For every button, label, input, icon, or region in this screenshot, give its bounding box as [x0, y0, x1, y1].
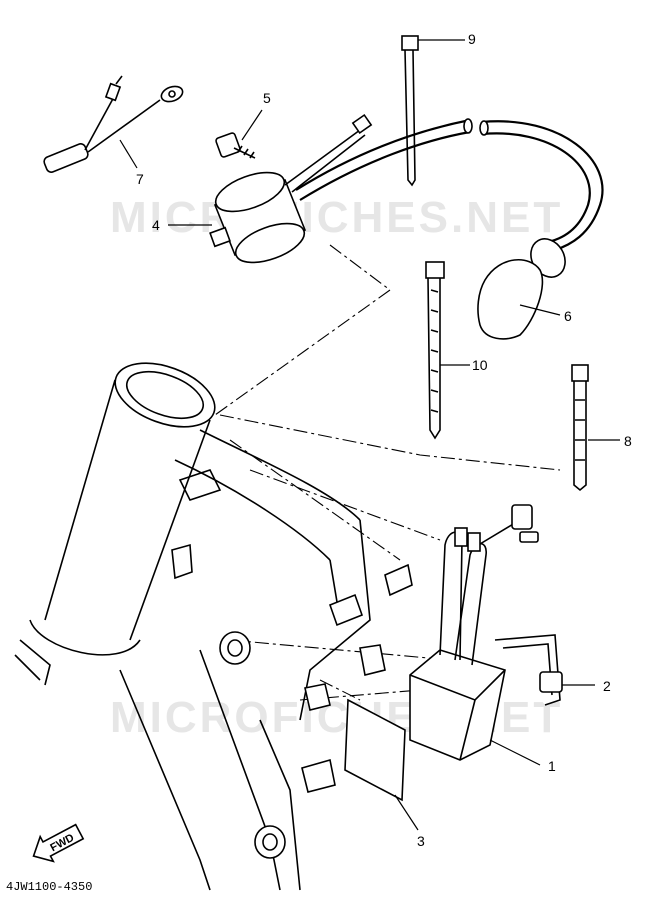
part-code: 4JW1100-4350: [6, 880, 92, 894]
plug-cap-part-6: [295, 118, 604, 340]
label-part-9: 9: [468, 31, 476, 47]
label-part-4: 4: [152, 217, 160, 233]
motorcycle-frame: [14, 362, 413, 891]
label-part-8: 8: [624, 433, 632, 449]
label-part-7: 7: [136, 171, 144, 187]
label-part-5: 5: [263, 90, 271, 106]
band-part-8: [571, 364, 620, 492]
watermark-top: MICROFICHES.NET: [110, 193, 563, 242]
label-part-10: 10: [472, 357, 488, 373]
label-part-2: 2: [603, 678, 611, 694]
screw-part-5: [215, 109, 263, 159]
forward-direction-arrow: FWD: [32, 823, 85, 863]
label-part-1: 1: [548, 758, 556, 774]
cable-tie-part-9: [401, 35, 465, 187]
assembly-reference-lines: [214, 244, 561, 701]
label-part-3: 3: [417, 833, 425, 849]
pad-part-3: [344, 698, 419, 831]
wire-lead-part-7: [43, 75, 184, 173]
label-part-6: 6: [564, 308, 572, 324]
bracket-part-2: [494, 634, 595, 706]
cable-tie-part-10: [425, 261, 470, 440]
cdi-unit-part-1: [409, 504, 541, 766]
ignition-coil-part-4: [168, 113, 373, 264]
fwd-label: FWD: [48, 832, 76, 854]
